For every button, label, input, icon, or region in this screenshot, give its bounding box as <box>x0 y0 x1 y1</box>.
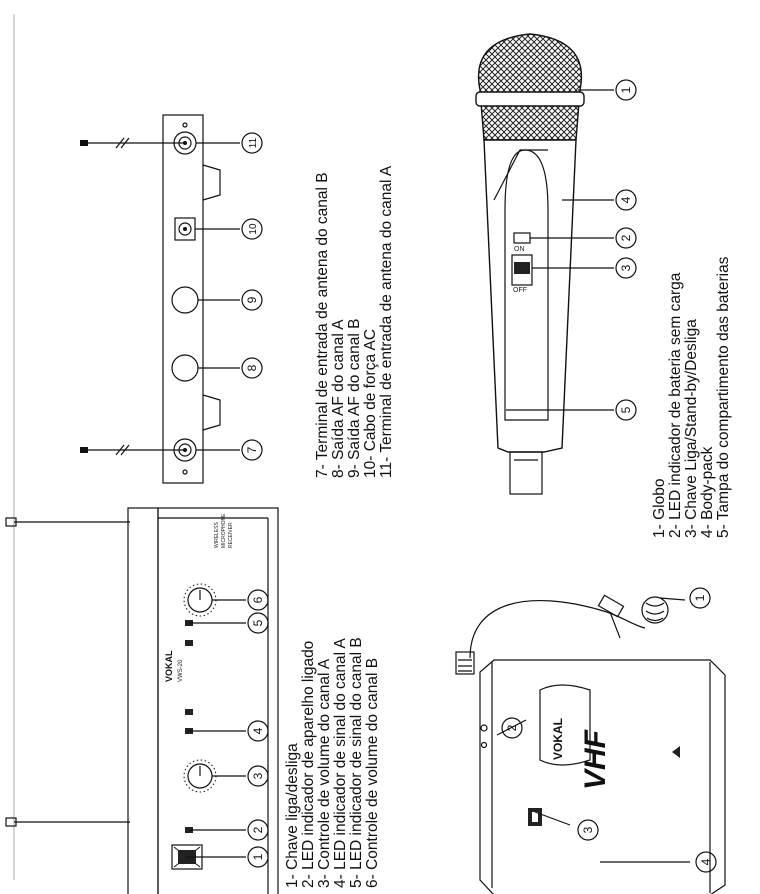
front-label-3: 3- Controle de volume do canal A <box>316 658 333 888</box>
callout-mic-1: 1 <box>619 86 633 93</box>
receiver-front-panel: VOKAL VWS-20 WIRELESS MICROPHONE RECEIVE… <box>5 507 279 894</box>
front-callouts: 1 2 3 4 5 6 <box>247 589 269 868</box>
switch-on-label: ON <box>514 246 525 253</box>
back-label-10: 10- Cabo de força AC <box>362 329 379 478</box>
front-label-1: 1- Chave liga/desliga <box>284 743 301 888</box>
callout-front-5: 5 <box>251 619 265 626</box>
receiver-side-text-1: WIRELESS <box>214 521 220 548</box>
back-label-7: 7- Terminal de entrada de antena do cana… <box>314 172 331 478</box>
callout-bp-2: 2 <box>505 724 519 731</box>
callout-front-4: 4 <box>251 727 265 734</box>
bodypack-leader-2 <box>496 719 527 736</box>
callout-back-11: 11 <box>248 137 259 148</box>
microphone-labels: 1- Globo 2- LED indicador de bateria sem… <box>651 256 732 538</box>
mic-callouts: 1 2 3 4 5 <box>615 79 637 421</box>
receiver-back-labels: 7- Terminal de entrada de antena do cana… <box>314 165 395 478</box>
receiver-model: VWS-20 <box>178 659 184 682</box>
callout-front-2: 2 <box>251 826 265 833</box>
callout-bp-3: 3 <box>581 826 595 833</box>
af-output-a <box>171 354 199 382</box>
front-label-2: 2- LED indicador de aparelho ligado <box>300 641 317 888</box>
callout-back-9: 9 <box>245 296 259 303</box>
back-label-8: 8- Saída AF do canal A <box>330 319 347 478</box>
callout-mic-4: 4 <box>619 196 633 203</box>
mic-label-3: 3- Chave Liga/Stand-by/Desliga <box>683 319 700 538</box>
power-switch-mic <box>511 254 533 286</box>
switch-off-label: OFF <box>513 287 527 294</box>
back-label-9: 9- Saída AF do canal B <box>346 319 363 478</box>
receiver-front-labels: 1- Chave liga/desliga 2- LED indicador d… <box>284 637 381 888</box>
bodypack-transmitter: VOKAL VHF <box>455 594 726 894</box>
mic-label-4: 4- Body-pack <box>699 446 716 538</box>
bodypack-leader-3 <box>534 811 571 826</box>
front-label-6: 6- Controle de volume do canal B <box>364 658 381 888</box>
callout-mic-2: 2 <box>619 234 633 241</box>
back-label-11: 11- Terminal de entrada de antena do can… <box>378 165 395 478</box>
volume-knob-a <box>183 759 217 793</box>
antenna-terminal-a <box>173 122 197 155</box>
mic-label-2: 2- LED indicador de bateria sem carga <box>667 272 684 538</box>
callout-bp-1: 1 <box>693 594 707 601</box>
bodypack-brand: VOKAL <box>551 718 565 760</box>
front-label-5: 5- LED indicador de sinal do canal B <box>348 637 365 888</box>
callout-mic-5: 5 <box>619 406 633 413</box>
callout-back-7: 7 <box>245 446 259 453</box>
callout-bp-4: 4 <box>699 858 713 865</box>
receiver-back-panel <box>80 114 240 484</box>
handheld-microphone: ON OFF <box>475 33 614 495</box>
back-callouts: 7 8 9 10 11 <box>241 132 263 461</box>
callout-front-6: 6 <box>251 596 265 603</box>
mic-label-1: 1- Globo <box>651 479 668 538</box>
antenna-terminal-b <box>173 438 197 475</box>
receiver-side-text-3: RECEIVER <box>228 522 234 548</box>
mic-label-5: 5- Tampa do compartimento das baterias <box>715 256 732 538</box>
bodypack-leader-1 <box>659 597 686 601</box>
callout-back-10: 10 <box>248 223 259 235</box>
callout-front-3: 3 <box>251 772 265 779</box>
af-output-b <box>171 286 199 314</box>
receiver-brand: VOKAL <box>164 650 174 682</box>
volume-knob-b <box>183 583 217 617</box>
ac-power-cable <box>174 217 196 241</box>
receiver-side-text-2: MICROPHONE <box>221 513 227 548</box>
front-label-4: 4- LED indicador de sinal do canal A <box>332 637 349 888</box>
bodypack-callouts: 1 2 3 4 <box>501 587 717 873</box>
callout-mic-3: 3 <box>619 264 633 271</box>
callout-front-1: 1 <box>251 853 265 860</box>
callout-back-8: 8 <box>245 364 259 371</box>
bodypack-band: VHF <box>579 729 612 790</box>
